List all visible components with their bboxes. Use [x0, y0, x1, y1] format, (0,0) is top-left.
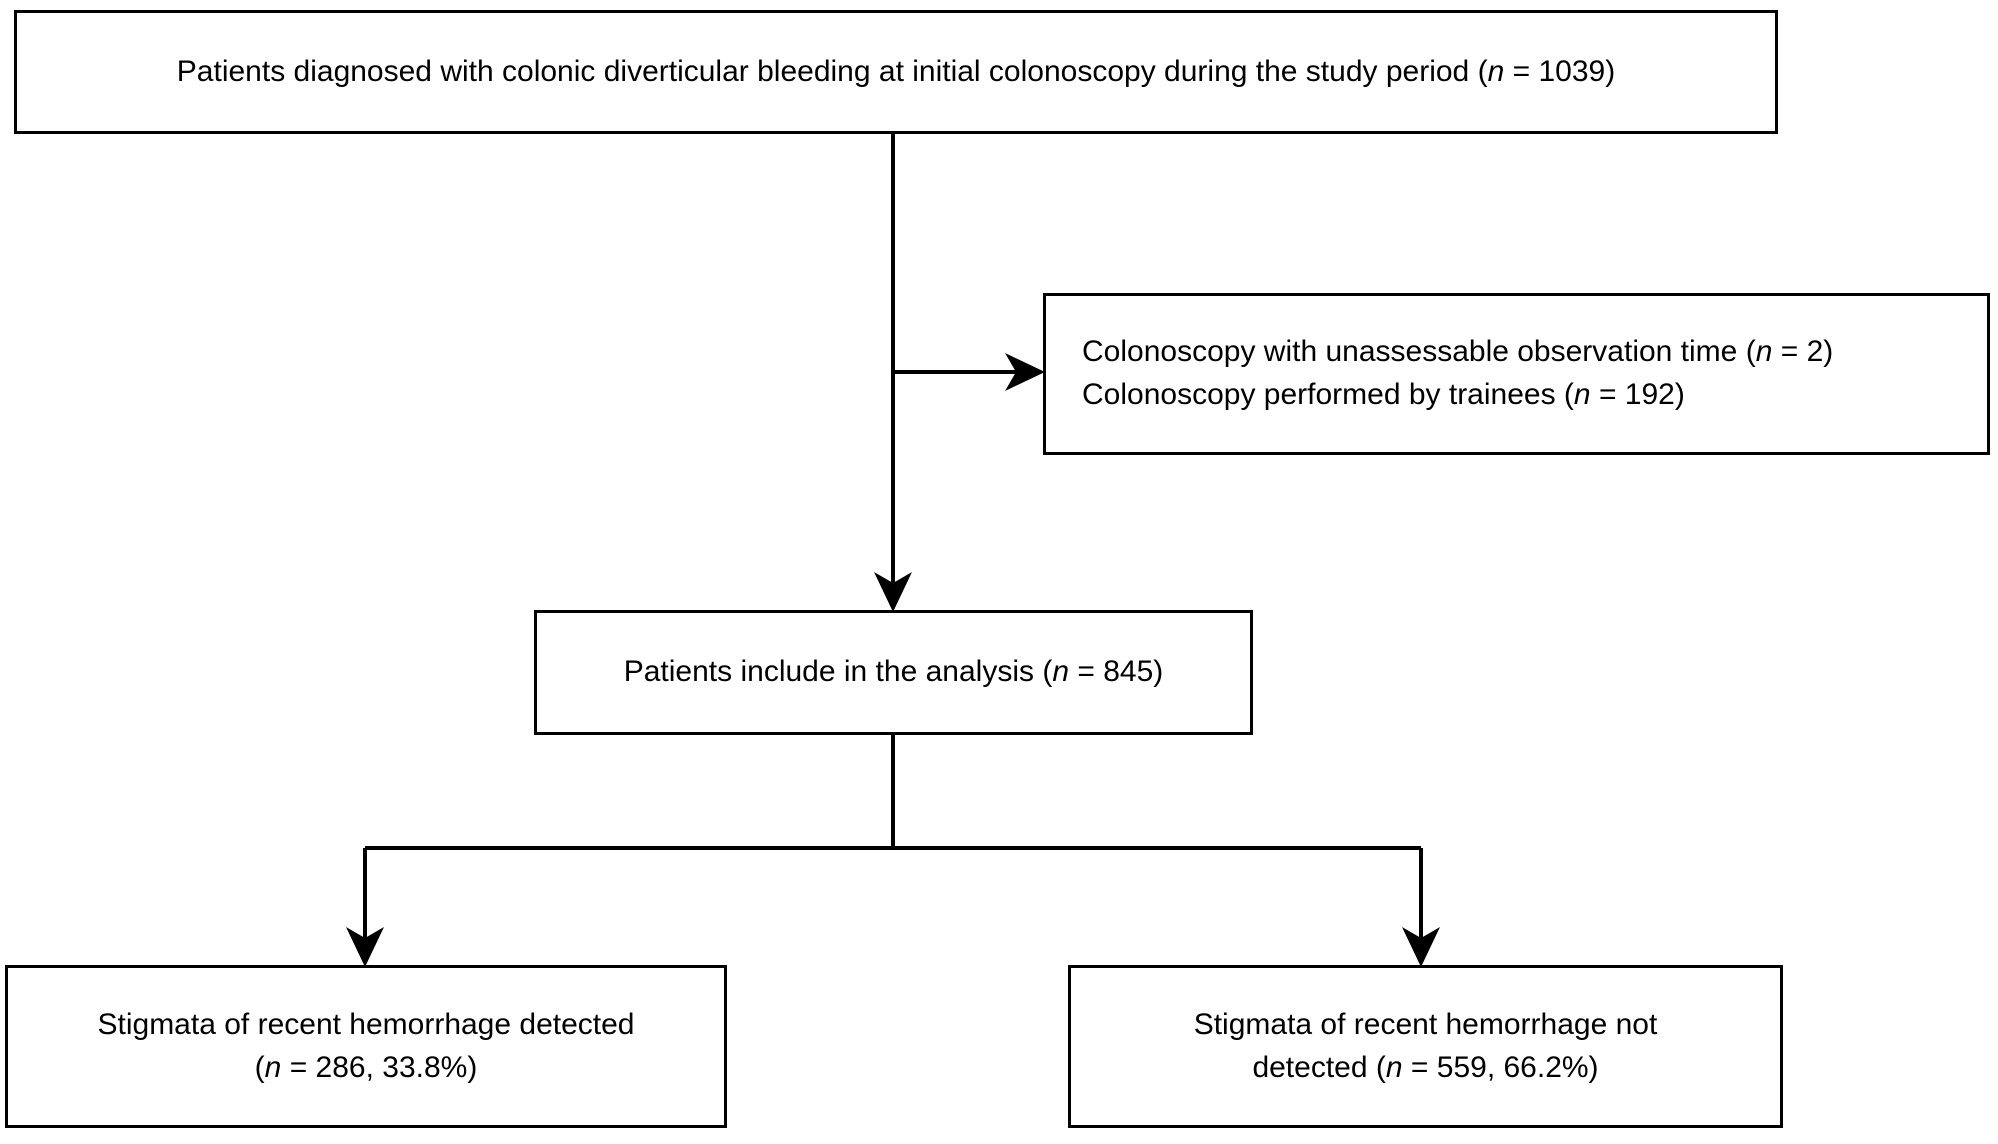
arrowhead-down-to-srh-not-detected: [1402, 927, 1440, 967]
n-symbol: n: [1573, 378, 1591, 411]
enrolled-box: Patients diagnosed with colonic divertic…: [14, 10, 1778, 134]
arrowhead-down-to-srh-detected: [346, 927, 384, 967]
n-symbol: n: [1052, 655, 1070, 689]
excluded-box-label: Colonoscopy with unassessable observatio…: [1082, 335, 1834, 411]
n-symbol: n: [1755, 335, 1773, 369]
n-symbol: n: [264, 1050, 282, 1084]
analyzed-box: Patients include in the analysis (n = 84…: [534, 610, 1253, 735]
srh-detected-box: Stigmata of recent hemorrhage detected(n…: [5, 965, 727, 1128]
enrolled-box-label: Patients diagnosed with colonic divertic…: [176, 54, 1616, 88]
excluded-box: Colonoscopy with unassessable observatio…: [1043, 293, 1990, 455]
arrowhead-down-to-analyzed: [874, 572, 912, 612]
n-symbol: n: [1385, 1050, 1403, 1084]
arrowhead-right-to-excluded: [1005, 353, 1045, 391]
analyzed-box-label: Patients include in the analysis (n = 84…: [623, 655, 1164, 689]
n-symbol: n: [1487, 54, 1505, 88]
srh-detected-box-label: Stigmata of recent hemorrhage detected(n…: [97, 1007, 635, 1084]
